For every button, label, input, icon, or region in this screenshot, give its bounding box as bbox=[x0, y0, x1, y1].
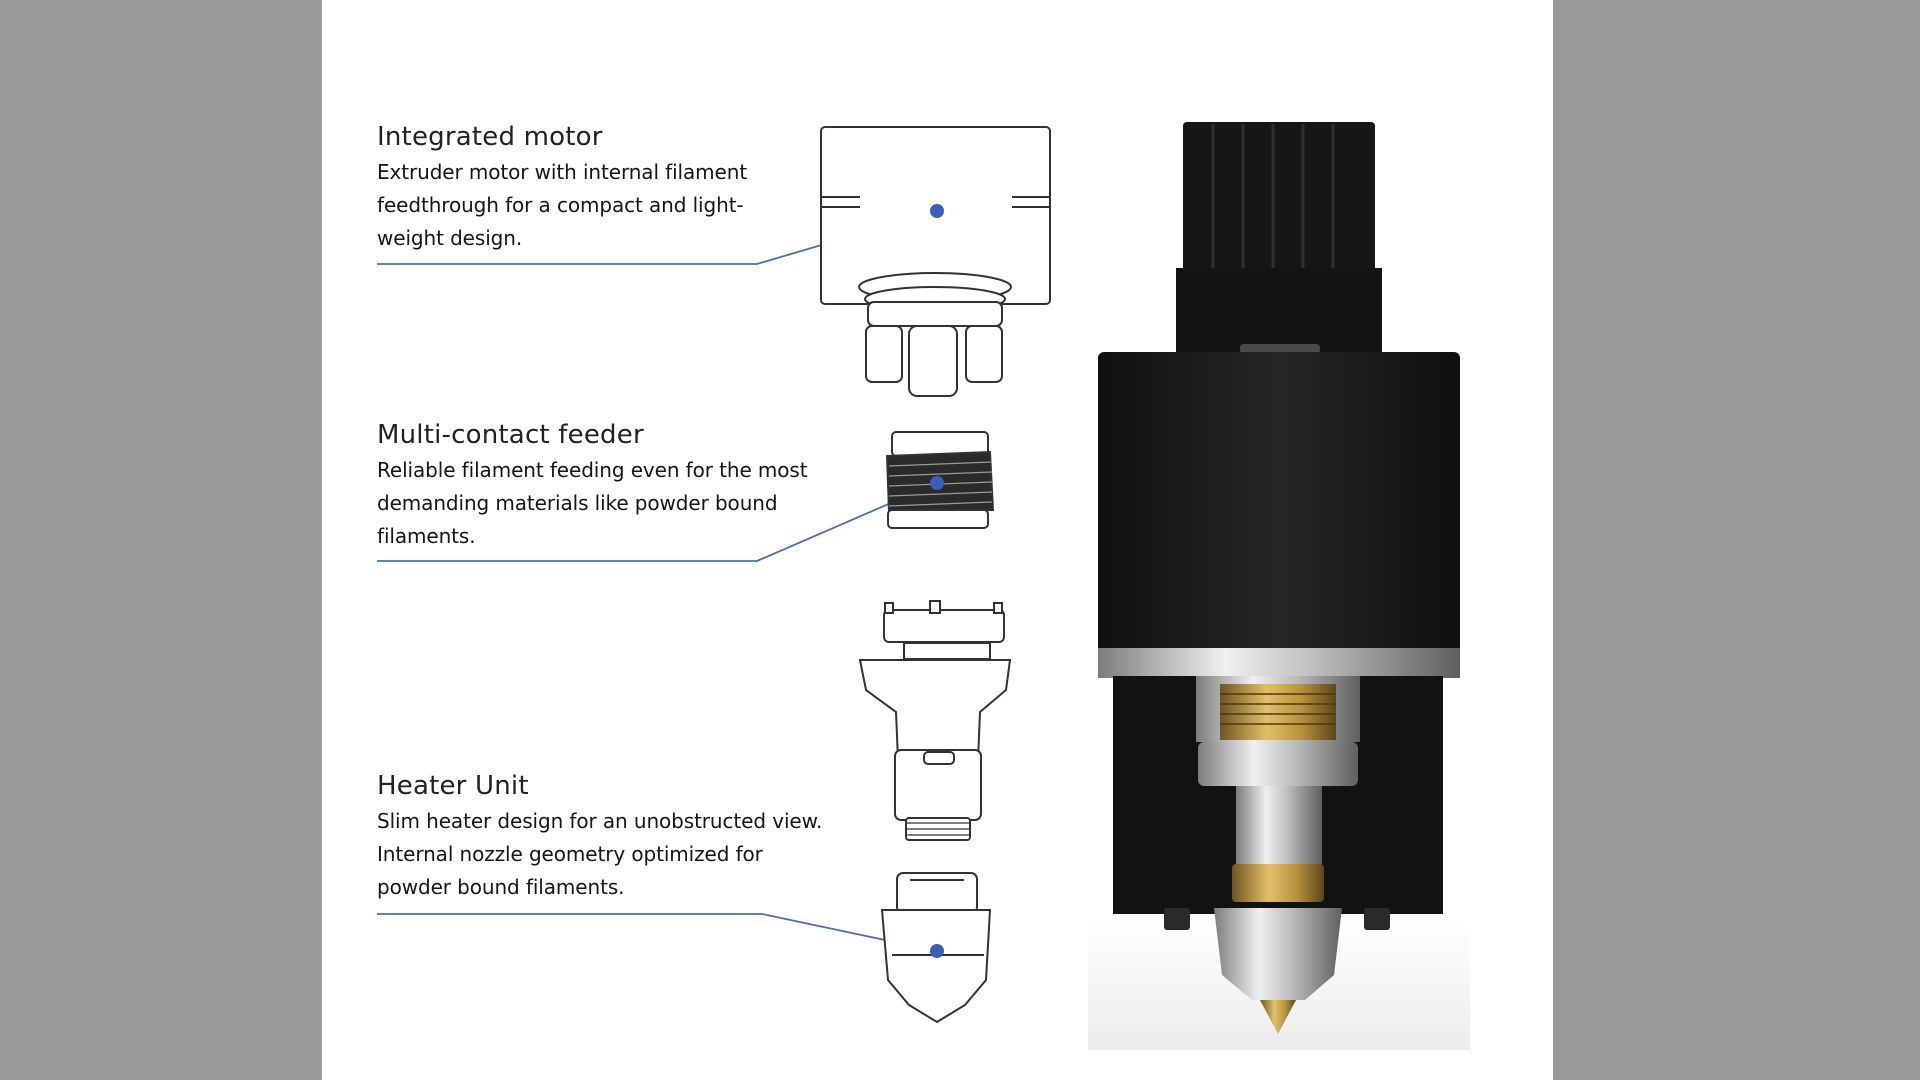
feature-integrated-motor: Integrated motor Extruder motor with int… bbox=[377, 122, 837, 255]
feature-description: Slim heater design for an unobstructed v… bbox=[377, 809, 823, 899]
callout-line-heater bbox=[377, 913, 938, 952]
feature-title: Multi-contact feeder bbox=[377, 420, 644, 450]
callout-dot-motor bbox=[930, 204, 944, 218]
callout-dot-feeder bbox=[930, 476, 944, 490]
feature-heater-unit: Heater Unit Slim heater design for an un… bbox=[377, 771, 837, 904]
feature-title: Integrated motor bbox=[377, 122, 603, 152]
callout-line-feeder bbox=[377, 482, 938, 562]
feature-description: Reliable filament feeding even for the m… bbox=[377, 458, 808, 548]
assembled-extruder-render bbox=[1088, 122, 1470, 1050]
motor-drawing bbox=[820, 126, 1051, 397]
heater-drawing bbox=[858, 600, 1012, 841]
feature-description: Extruder motor with internal filament fe… bbox=[377, 160, 748, 250]
feature-title: Heater Unit bbox=[377, 771, 529, 801]
callout-dot-heater bbox=[930, 944, 944, 958]
callout-lines bbox=[377, 210, 938, 952]
feature-multi-contact-feeder: Multi-contact feeder Reliable filament f… bbox=[377, 420, 837, 553]
nozzle-drawing bbox=[880, 872, 992, 1024]
callout-dots bbox=[930, 204, 944, 958]
